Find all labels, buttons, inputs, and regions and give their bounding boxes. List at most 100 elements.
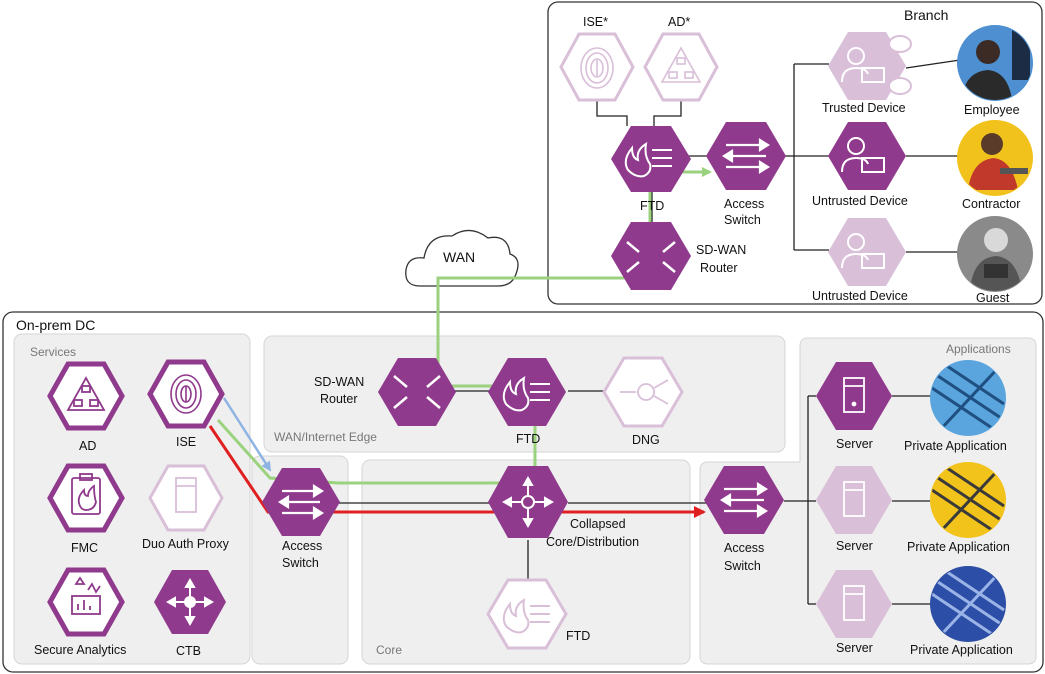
guest-label: Guest	[976, 291, 1010, 305]
analytics-icon	[71, 576, 101, 615]
employee-label: Employee	[964, 103, 1020, 117]
branch-title: Branch	[904, 7, 948, 23]
wan-label: WAN	[443, 249, 475, 265]
server-node-3[interactable]: Server	[816, 570, 892, 655]
dc-access-switch-right-node[interactable]: Access Switch	[704, 466, 784, 573]
switch-icon	[721, 138, 771, 174]
ctb-node[interactable]: CTB	[154, 570, 226, 658]
dc-ad-node[interactable]: AD	[47, 361, 125, 453]
untrusted-device-node-1[interactable]: Untrusted Device	[812, 122, 908, 208]
fmc-node[interactable]: FMC	[47, 463, 125, 555]
dc-ftd-edge-label: FTD	[516, 432, 540, 446]
dc-sdwan-router-node[interactable]	[378, 358, 456, 426]
wan-edge-title: WAN/Internet Edge	[274, 430, 377, 444]
branch-ftd-node[interactable]: FTD	[611, 126, 691, 213]
server-icon	[843, 481, 865, 517]
branch-sdwan-label-1: SD-WAN	[696, 243, 746, 257]
private-app-label-2: Private Application	[907, 540, 1010, 554]
fmc-label: FMC	[71, 541, 98, 555]
branch-ise-node[interactable]: ISE*	[559, 15, 635, 102]
ctb-label: CTB	[176, 644, 201, 658]
secure-analytics-node[interactable]: Secure Analytics	[34, 567, 126, 657]
dc-access-switch-left-node[interactable]: Access Switch	[262, 468, 340, 570]
blue-ise-path	[222, 397, 272, 472]
connections	[338, 59, 961, 605]
applications-title: Applications	[946, 342, 1011, 356]
duo-auth-proxy-node[interactable]: Duo Auth Proxy	[142, 464, 230, 551]
wan-cloud: WAN	[405, 229, 519, 287]
server-icon	[175, 477, 197, 513]
user-device-icon	[841, 233, 885, 269]
server-label-2: Server	[836, 539, 873, 553]
collapsed-core-label-1: Collapsed	[570, 517, 626, 531]
services-title: Services	[30, 345, 76, 359]
untrusted-device-node-2[interactable]: Untrusted Device	[812, 218, 908, 303]
fingerprint-icon	[580, 47, 614, 89]
trusted-device-label: Trusted Device	[822, 101, 906, 115]
contractor-avatar[interactable]: Contractor	[957, 120, 1033, 211]
trusted-device-node[interactable]: Trusted Device	[822, 32, 912, 115]
dc-sdwan-label-2: Router	[320, 392, 358, 406]
secure-analytics-label: Secure Analytics	[34, 643, 126, 657]
branch-ad-node[interactable]: AD*	[643, 15, 719, 102]
dc-ad-label: AD	[79, 439, 96, 453]
branch-access-label-1: Access	[724, 197, 764, 211]
server-label-1: Server	[836, 437, 873, 451]
collapsed-core-label-2: Core/Distribution	[546, 535, 639, 549]
collapsed-core-node[interactable]	[488, 466, 568, 538]
branch-sdwan-router-node[interactable]	[611, 222, 691, 290]
branch-access-label-2: Switch	[724, 213, 761, 227]
firewall-icon	[502, 598, 550, 634]
server-icon	[843, 377, 865, 413]
untrusted-device-label-2: Untrusted Device	[812, 289, 908, 303]
badge-icon	[888, 35, 912, 95]
dc-access-left-label-1: Access	[282, 539, 322, 553]
server-node-1[interactable]: Server	[816, 362, 892, 451]
router-icon	[393, 375, 441, 409]
switch-icon	[277, 484, 325, 520]
firewall-icon	[624, 142, 672, 178]
dc-access-right-label-2: Switch	[724, 559, 761, 573]
dc-ftd-core-node[interactable]	[486, 578, 568, 650]
switch-icon	[719, 482, 769, 518]
directory-icon	[660, 46, 702, 83]
core-switch-icon	[501, 475, 555, 529]
server-node-2[interactable]: Server	[816, 466, 892, 553]
server-icon	[843, 585, 865, 621]
server-label-3: Server	[836, 641, 873, 655]
dng-label: DNG	[632, 433, 660, 447]
directory-icon	[66, 376, 106, 411]
branch-ise-label: ISE*	[583, 15, 608, 29]
broker-icon	[165, 577, 215, 627]
clipboard-firewall-icon	[71, 473, 101, 515]
dng-node[interactable]: DNG	[602, 356, 684, 447]
branch-access-switch-node[interactable]: Access Switch	[706, 122, 786, 227]
untrusted-device-label-1: Untrusted Device	[812, 194, 908, 208]
private-app-label-3: Private Application	[910, 643, 1013, 657]
contractor-label: Contractor	[962, 197, 1020, 211]
dc-access-right-label-1: Access	[724, 541, 764, 555]
branch-ad-label: AD*	[668, 15, 690, 29]
dc-access-left-label-2: Switch	[282, 556, 319, 570]
private-app-label-1: Private Application	[904, 439, 1007, 453]
employee-avatar[interactable]: Employee	[957, 25, 1033, 117]
dc-sdwan-label-1: SD-WAN	[314, 375, 364, 389]
gateway-icon	[620, 379, 669, 405]
dc-ise-label: ISE	[176, 435, 196, 449]
private-app-3[interactable]: Private Application	[910, 562, 1013, 657]
dc-ftd-edge-node[interactable]: FTD	[488, 358, 566, 446]
firewall-icon	[502, 376, 550, 412]
dc-ftd-core-label: FTD	[566, 629, 590, 643]
user-device-icon	[841, 137, 885, 173]
router-icon	[626, 241, 676, 273]
duo-label: Duo Auth Proxy	[142, 537, 230, 551]
fingerprint-icon	[170, 374, 202, 414]
branch-ftd-label: FTD	[640, 199, 664, 213]
dc-ise-node[interactable]: ISE	[147, 359, 225, 449]
branch-sdwan-label-2: Router	[700, 261, 738, 275]
dc-title: On-prem DC	[16, 317, 95, 333]
guest-avatar[interactable]: Guest	[957, 216, 1033, 305]
user-device-icon	[841, 47, 885, 83]
